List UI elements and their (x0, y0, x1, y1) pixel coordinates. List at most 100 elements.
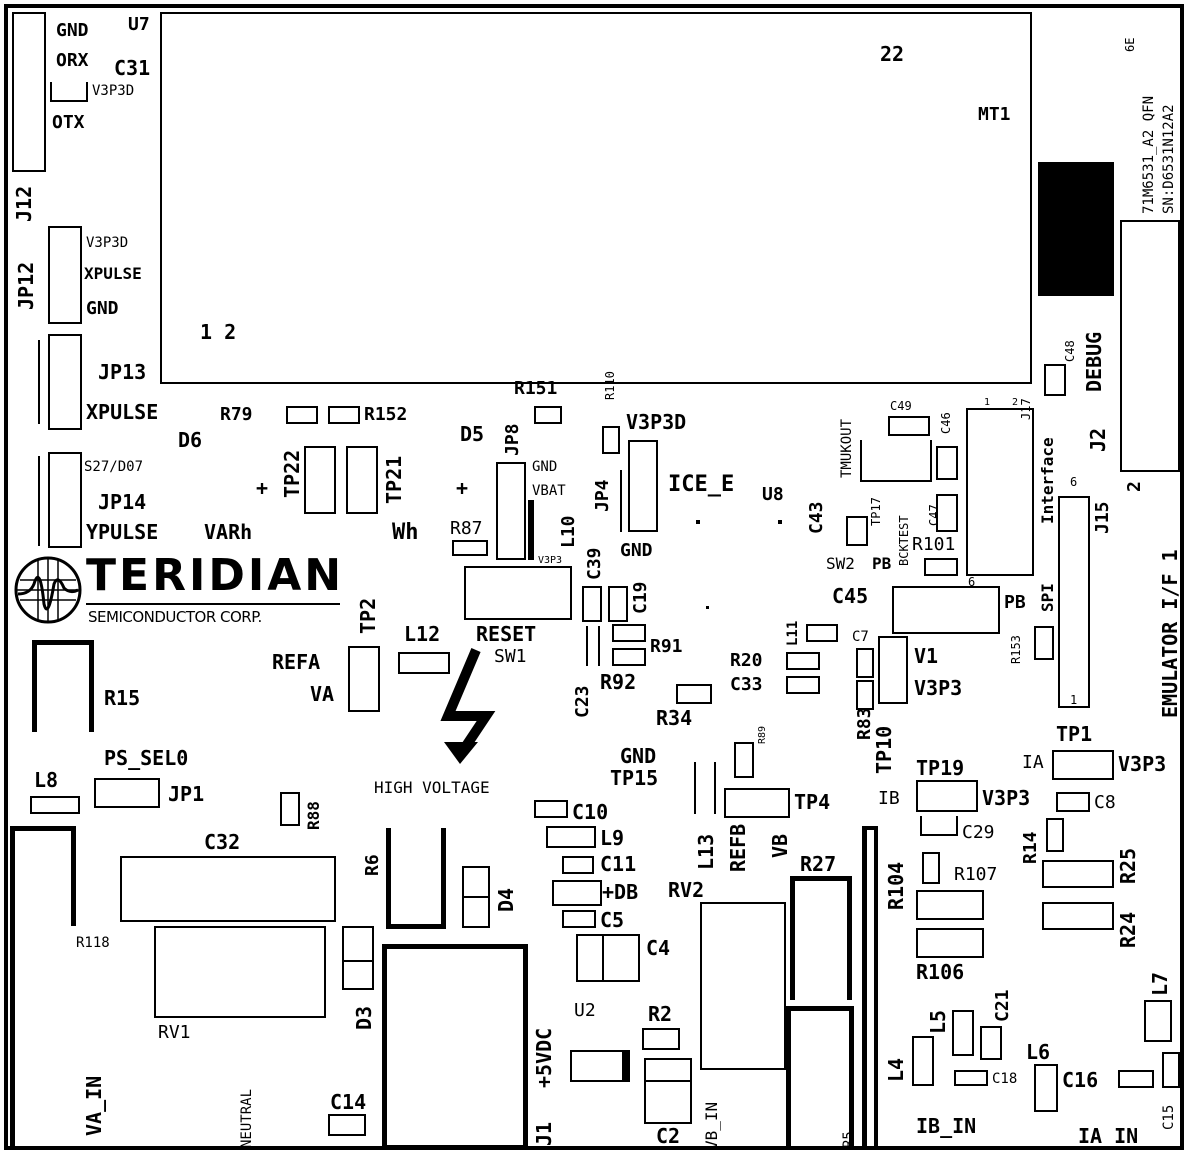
label-r79: R79 (220, 404, 253, 425)
label-pb2: PB (1004, 592, 1026, 613)
label-tp22: TP22 (280, 449, 304, 498)
label-r15: R15 (104, 686, 141, 710)
u2-tab (622, 1050, 630, 1082)
label-r118: R118 (76, 935, 110, 951)
varistor-rv1 (154, 926, 326, 1018)
tmukout-bracket-v2 (930, 440, 932, 482)
resistor-r14 (1046, 818, 1064, 852)
cap-c7 (856, 648, 874, 678)
label-vb-in: VB_IN (702, 1101, 721, 1150)
label-c5: C5 (600, 908, 625, 932)
label-db: +DB (602, 880, 639, 904)
r27-right (847, 876, 852, 1000)
label-c11: C11 (600, 852, 637, 876)
label-jp12: JP12 (14, 261, 38, 310)
resistor-r106 (916, 928, 984, 958)
label-c14: C14 (330, 1090, 367, 1114)
isolation-slot-2 (874, 826, 878, 1150)
label-r104: R104 (884, 861, 908, 910)
label-c45: C45 (832, 584, 869, 608)
label-c48: C48 (1063, 340, 1077, 362)
r15-right (89, 640, 94, 732)
teridian-logo-icon (14, 556, 82, 624)
cap-c21 (980, 1026, 1002, 1060)
label-c43: C43 (806, 501, 827, 534)
label-v3p3d-top: V3P3D (92, 83, 135, 99)
cap-c10 (534, 800, 568, 818)
resistor-r92 (612, 648, 646, 666)
r27-top (790, 876, 852, 881)
label-d5: D5 (460, 422, 485, 446)
label-jp14: JP14 (98, 490, 147, 514)
label-r110: R110 (603, 371, 617, 400)
inductor-l8 (30, 796, 80, 814)
header-j15 (1058, 496, 1090, 708)
r118-top (10, 826, 76, 831)
label-refa: REFA (272, 650, 321, 674)
cap-c11 (562, 856, 594, 874)
label-r92: R92 (600, 670, 637, 694)
label-v1: V1 (914, 644, 939, 668)
header-j2 (1120, 220, 1180, 472)
label-jp4: JP4 (592, 479, 613, 512)
resistor-r104 (922, 852, 940, 884)
resistor-r20 (786, 652, 820, 670)
resistor-r83 (856, 680, 874, 710)
pin-marker-base (50, 100, 88, 102)
r27-left (790, 876, 795, 1000)
c2-divider (644, 1080, 692, 1082)
label-r27: R27 (800, 852, 837, 876)
label-v3p3d-mid: V3P3D (626, 410, 687, 434)
logo-main-text: TERIDIAN (86, 550, 345, 601)
r5-left (786, 1006, 791, 1150)
cap-c14 (328, 1114, 366, 1136)
label-va: VA (310, 682, 335, 706)
label-tmukout: TMUKOUT (839, 418, 855, 478)
r6-left (386, 828, 391, 928)
jp13-mark (38, 340, 40, 424)
jp8-bar (528, 500, 534, 560)
resistor-r34 (676, 684, 712, 704)
label-j17-2: 2 (1012, 397, 1019, 408)
label-v3p3-small: V3P3 (538, 555, 563, 566)
label-r24: R24 (1116, 911, 1140, 948)
header-jp8 (496, 462, 526, 560)
testpoint-tp1 (1052, 750, 1114, 780)
label-c10: C10 (572, 800, 609, 824)
label-j15-6: 6 (1070, 475, 1078, 489)
c4-divider (602, 934, 604, 982)
label-jp8: JP8 (502, 423, 523, 456)
label-gnd-jp12: GND (86, 298, 119, 319)
label-refb: REFB (726, 823, 750, 872)
label-j15-1: 1 (1070, 693, 1078, 707)
cap-c32 (120, 856, 336, 922)
label-d6: D6 (178, 428, 203, 452)
label-plus2: + (456, 476, 469, 500)
label-part3: 6E (1123, 37, 1137, 52)
label-sw1: SW1 (494, 646, 527, 667)
label-c33: C33 (730, 674, 763, 695)
inductor-l5 (952, 1010, 974, 1056)
inductor-l6 (1034, 1064, 1058, 1112)
label-sw2: SW2 (826, 554, 855, 573)
logo-rule (86, 603, 340, 605)
label-r152: R152 (364, 404, 408, 425)
label-c7: C7 (852, 629, 869, 645)
label-r5: R5 (841, 1131, 857, 1148)
label-j2: J2 (1086, 427, 1110, 452)
label-ypulse: YPULSE (86, 520, 159, 544)
label-j17: J17 (1019, 398, 1033, 420)
label-gnd-tp15: GND (620, 744, 657, 768)
cap-c4 (576, 934, 640, 982)
label-r106: R106 (916, 960, 965, 984)
testpoint-tp4 (724, 788, 790, 818)
r118-right (71, 826, 76, 926)
resistor-r153 (1034, 626, 1054, 660)
logo-sub-text: SEMICONDUCTOR CORP. (88, 608, 262, 626)
label-plus1: + (256, 476, 269, 500)
label-emulator: EMULATOR I/F 1 (1158, 549, 1182, 718)
header-jp4 (628, 440, 658, 532)
label-xpulse-jp12: XPULSE (84, 264, 142, 283)
c29-right (956, 816, 958, 836)
label-22: 22 (880, 42, 905, 66)
